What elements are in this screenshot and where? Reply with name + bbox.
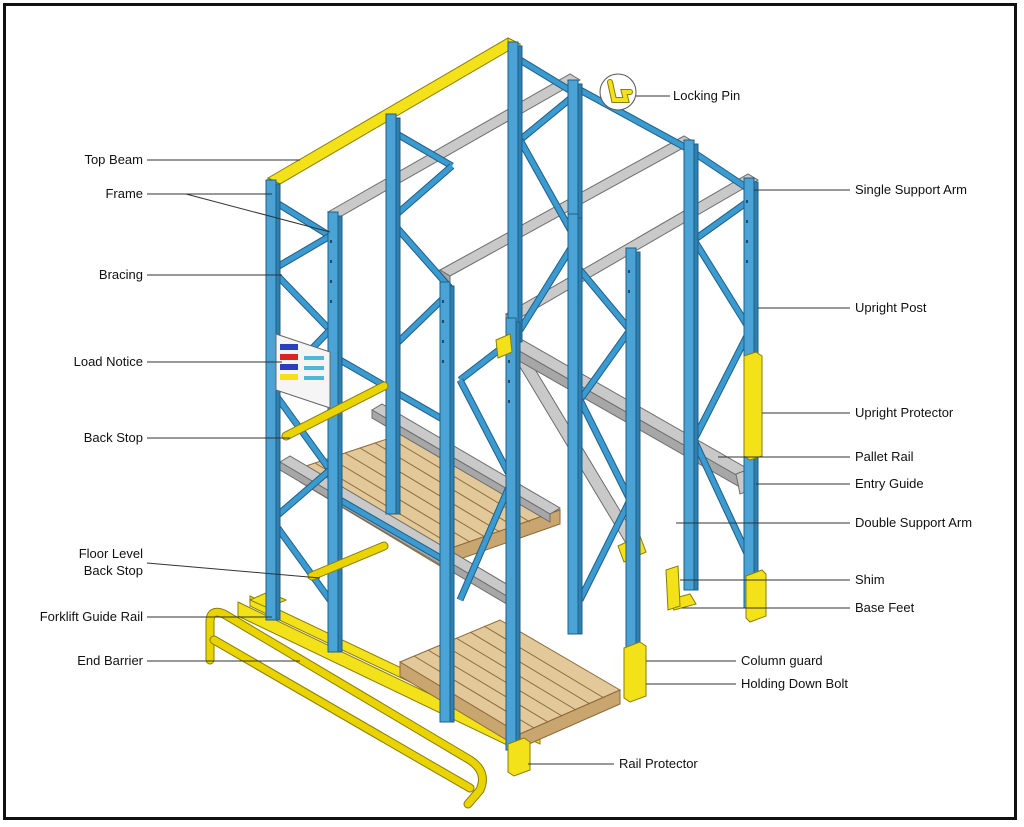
label-frame: Frame (105, 186, 143, 201)
label-locking-pin: Locking Pin (673, 88, 740, 103)
label-end-barrier: End Barrier (77, 653, 143, 668)
label-pallet-rail: Pallet Rail (855, 449, 914, 464)
locking-pin-icon (599, 73, 637, 111)
label-entry-guide: Entry Guide (855, 476, 924, 491)
load-notice-sign-icon (275, 333, 331, 409)
label-shim: Shim (855, 572, 885, 587)
upright-protector (743, 351, 763, 461)
label-bracing: Bracing (99, 267, 143, 282)
rail-protector (507, 737, 531, 777)
pallet-rail-end (495, 333, 513, 359)
label-upright-post: Upright Post (855, 300, 927, 315)
label-forklift-guide-rail: Forklift Guide Rail (40, 609, 143, 624)
label-back-stop: Back Stop (84, 430, 143, 445)
label-double-support-arm: Double Support Arm (855, 515, 972, 530)
leader-lines (146, 95, 850, 765)
label-top-beam: Top Beam (84, 152, 143, 167)
label-floor-level-back-stop-line2: Back Stop (84, 563, 143, 578)
label-single-support-arm: Single Support Arm (855, 182, 967, 197)
label-floor-level-back-stop-line1: Floor Level (79, 546, 143, 561)
label-load-notice: Load Notice (74, 354, 143, 369)
label-base-feet: Base Feet (855, 600, 915, 615)
label-column-guard: Column guard (741, 653, 823, 668)
base-feet (665, 565, 767, 623)
label-holding-down-bolt: Holding Down Bolt (741, 676, 848, 691)
label-upright-protector: Upright Protector (855, 405, 954, 420)
column-guard (623, 641, 647, 703)
back-stops (281, 381, 389, 581)
uprights (265, 41, 759, 751)
label-rail-protector: Rail Protector (619, 756, 698, 771)
